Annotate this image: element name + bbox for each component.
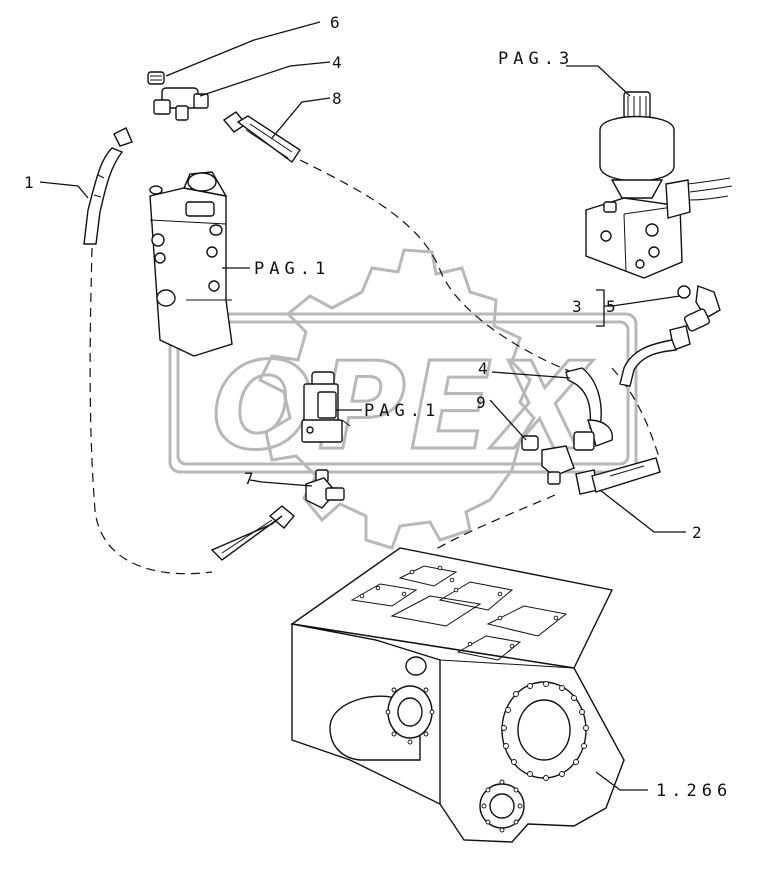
callout-7: 7 bbox=[244, 469, 254, 488]
lower-straight-hose bbox=[210, 505, 295, 561]
control-valve-body bbox=[149, 171, 233, 357]
watermark-gear bbox=[257, 248, 536, 550]
callout-2: 2 bbox=[692, 523, 702, 542]
callout-9: 9 bbox=[476, 393, 486, 412]
leader-8 bbox=[271, 97, 331, 139]
callout-8: 8 bbox=[332, 89, 342, 108]
solenoid-valve-top bbox=[585, 91, 733, 279]
leader-2 bbox=[599, 489, 686, 533]
housing-bolt-holes bbox=[359, 565, 589, 833]
part-5-fitting bbox=[677, 285, 721, 332]
part-7-elbow bbox=[305, 469, 345, 509]
watermark-text: OPEX bbox=[212, 338, 594, 477]
leader-4-top bbox=[199, 61, 331, 97]
routing-dashed-lines bbox=[89, 159, 661, 660]
part-9-hose-loop bbox=[565, 367, 613, 451]
route-line-right bbox=[611, 367, 661, 461]
leader-pag3 bbox=[566, 65, 631, 97]
part-8-hose bbox=[222, 111, 301, 164]
leader-3-5-bracket bbox=[596, 289, 681, 327]
leader-6 bbox=[165, 21, 321, 77]
opex-watermark: OPEX bbox=[168, 248, 638, 550]
page-ref-1266: 1.266 bbox=[656, 781, 732, 801]
callout-4-mid: 4 bbox=[478, 359, 488, 378]
part-2-hose bbox=[575, 457, 661, 495]
part-6-plug bbox=[147, 71, 165, 85]
callout-4-top: 4 bbox=[332, 53, 342, 72]
route-line-hose-1 bbox=[89, 247, 213, 575]
leader-lines bbox=[39, 21, 686, 791]
callout-1: 1 bbox=[24, 173, 34, 192]
route-line-housing bbox=[437, 494, 556, 660]
callout-6: 6 bbox=[330, 13, 340, 32]
page-ref-pag1-valve: PAG.1 bbox=[254, 259, 330, 279]
route-line-hose-8 bbox=[299, 159, 573, 373]
callout-3: 3 bbox=[572, 297, 582, 316]
transmission-housing bbox=[290, 547, 625, 843]
callout-5: 5 bbox=[606, 297, 616, 316]
part-4-tee-fitting bbox=[153, 87, 209, 121]
leader-7 bbox=[249, 479, 313, 487]
leader-1266 bbox=[595, 771, 648, 791]
page-ref-pag3: PAG.3 bbox=[498, 49, 574, 69]
leader-4-mid bbox=[491, 371, 571, 379]
page-ref-pag1-solenoid: PAG.1 bbox=[364, 401, 440, 421]
watermark-frame-inner bbox=[176, 320, 630, 466]
part-1-curved-hose bbox=[83, 127, 133, 245]
part-3-hose-bend bbox=[619, 325, 691, 387]
watermark-frame bbox=[168, 312, 638, 474]
leader-9 bbox=[489, 399, 527, 441]
leader-1 bbox=[39, 181, 89, 199]
small-solenoid bbox=[301, 371, 351, 443]
